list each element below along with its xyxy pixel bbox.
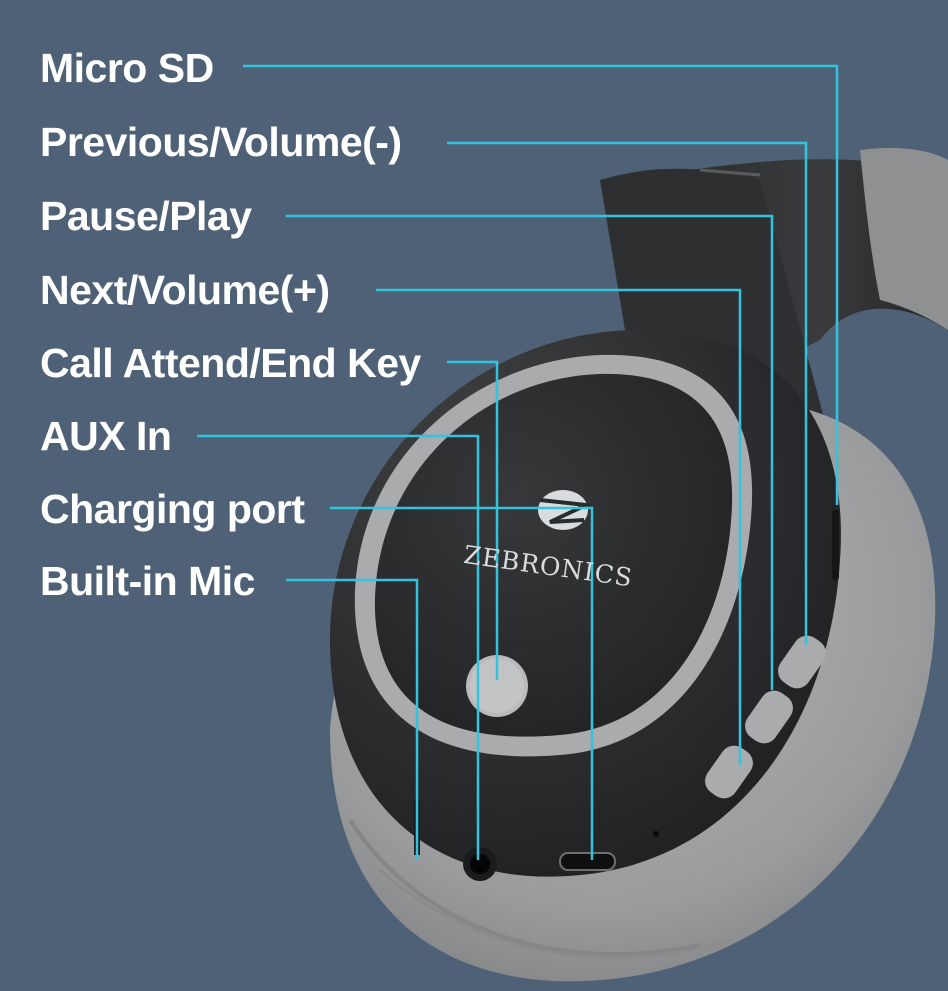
leader-line-microsd: [243, 64, 839, 505]
charging-port: [559, 852, 616, 871]
leader-line-call: [447, 360, 499, 680]
leader-line-previous: [447, 141, 808, 645]
leader-line-aux: [197, 434, 480, 860]
face-plate: [374, 373, 733, 737]
leader-line-pause: [286, 214, 774, 690]
label-pause-play: Pause/Play: [40, 193, 252, 239]
label-call-key: Call Attend/End Key: [40, 340, 421, 386]
leader-lines: [197, 64, 839, 860]
leader-line-mic: [286, 578, 419, 860]
label-micro-sd: Micro SD: [40, 45, 214, 91]
leader-line-next: [376, 288, 742, 765]
label-aux-in: AUX In: [40, 413, 172, 459]
headband-cushion: [860, 148, 948, 330]
brand-logo-icon: [538, 490, 594, 530]
label-previous-volume: Previous/Volume(-): [40, 119, 402, 165]
label-next-volume: Next/Volume(+): [40, 267, 330, 313]
label-charging-port: Charging port: [40, 486, 305, 532]
leader-line-charging: [330, 506, 594, 860]
label-built-in-mic: Built-in Mic: [40, 558, 255, 604]
side-button-3: [778, 635, 826, 689]
mic-hole: [653, 831, 659, 837]
side-button-2: [745, 690, 793, 744]
microsd-slot: [832, 510, 839, 580]
